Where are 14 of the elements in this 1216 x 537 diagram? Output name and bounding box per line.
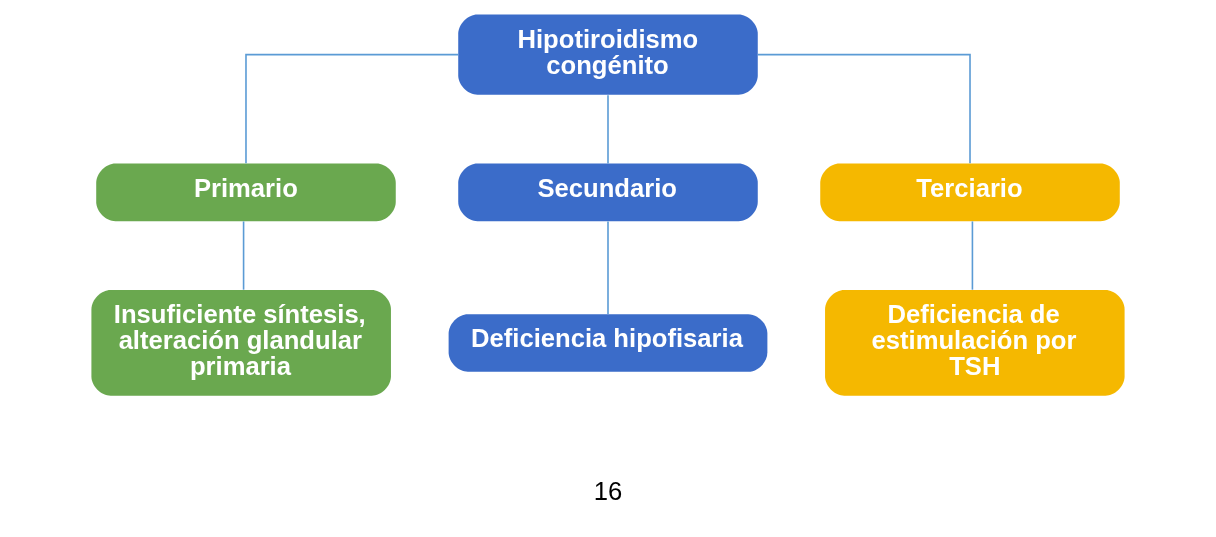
node-box: Secundario — [458, 163, 758, 222]
connector — [607, 220, 609, 315]
connector — [242, 220, 245, 291]
connector — [757, 53, 971, 164]
node-box: Insuficiente síntesis, alteración glandular primaria — [91, 290, 391, 396]
connector — [607, 94, 609, 165]
node-box: Deficiencia hipofisaria — [448, 314, 768, 372]
label: 16 — [593, 476, 623, 505]
node-box: Deficiencia de estimulación por TSH — [825, 290, 1125, 396]
node-box: Hipotiroidismo congénito — [458, 14, 758, 95]
node-box: Terciario — [820, 163, 1120, 222]
connector — [971, 220, 974, 291]
node-box: Primario — [96, 163, 396, 222]
connector — [245, 53, 459, 164]
